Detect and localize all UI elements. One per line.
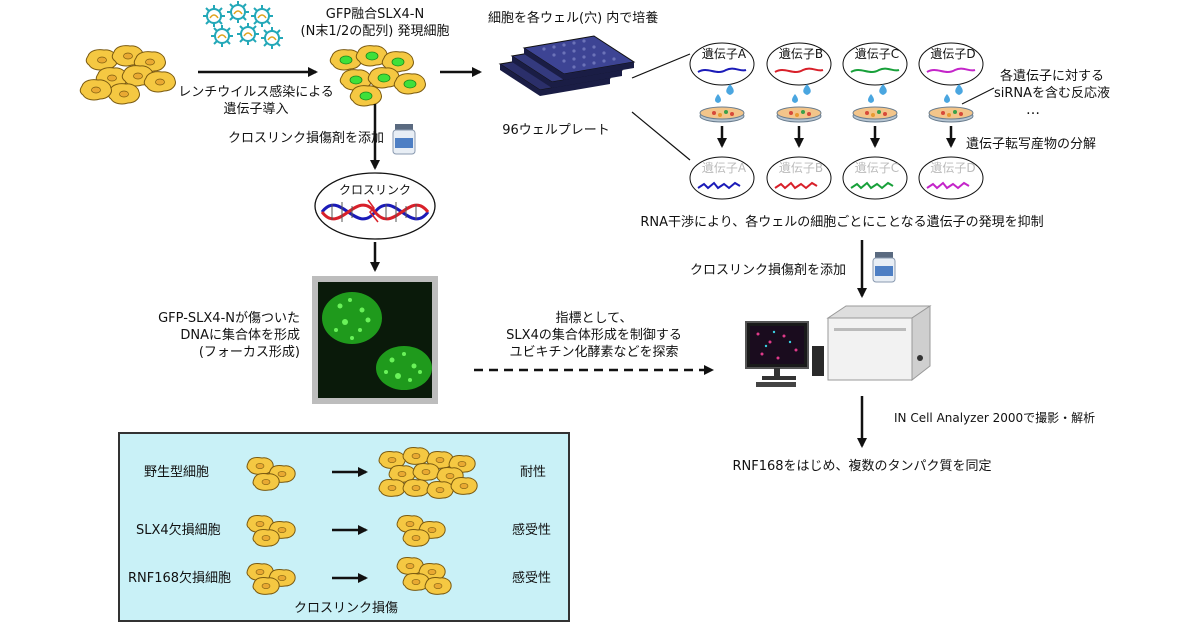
panel-row-outcome-3: 感受性 bbox=[512, 571, 552, 586]
vial-icon-2 bbox=[872, 251, 896, 283]
panel-row-label-3: RNF168欠損細胞 bbox=[128, 571, 232, 586]
spread-line-bottom bbox=[631, 111, 691, 161]
panel-row-label-1: 野生型細胞 bbox=[144, 465, 210, 480]
gene-label-bottom-a: 遺伝子A bbox=[701, 161, 747, 175]
gene-label-top-a: 遺伝子A bbox=[701, 47, 747, 61]
indicator-label: 指標として、 SLX4の集合体形成を制御する ユビキチン化酵素などを探索 bbox=[506, 311, 682, 360]
rnai-label: RNA干渉により、各ウェルの細胞ごとにことなる遺伝子の発現を抑制 bbox=[640, 215, 1044, 230]
gene-label-bottom-c: 遺伝子C bbox=[854, 161, 900, 175]
ellipsis-label: … bbox=[1026, 102, 1040, 118]
crosslink-add-label-2: クロスリンク損傷剤を添加 bbox=[690, 263, 847, 278]
sirna-pointer bbox=[961, 87, 995, 105]
panel-caption: クロスリンク損傷 bbox=[293, 601, 399, 616]
gene-label-bottom-b: 遺伝子B bbox=[778, 161, 824, 175]
phenotype-panel-drawing bbox=[246, 447, 478, 595]
crosslink-add-label-1: クロスリンク損傷剤を添加 bbox=[228, 131, 385, 146]
degrade-label: 遺伝子転写産物の分解 bbox=[966, 137, 1097, 152]
panel-row-outcome-1: 耐性 bbox=[520, 465, 547, 480]
gene-label-top-b: 遺伝子B bbox=[778, 47, 824, 61]
result-label: RNF168をはじめ、複数のタンパク質を同定 bbox=[732, 459, 992, 474]
slx4-cells-before bbox=[246, 515, 296, 547]
analyzer-label: IN Cell Analyzer 2000で撮影・解析 bbox=[894, 411, 1096, 425]
microscopy-image bbox=[312, 276, 438, 404]
wildtype-cells-before bbox=[246, 457, 296, 491]
plate-label: 96ウェルプレート bbox=[502, 123, 610, 138]
lentivirus-label: レンチウイルス感染による 遺伝子導入 bbox=[178, 85, 334, 117]
vial-icon-1 bbox=[392, 123, 416, 155]
plate-icon bbox=[498, 35, 636, 96]
panel-row-outcome-2: 感受性 bbox=[512, 523, 552, 538]
gene-ellipses-bottom bbox=[689, 156, 984, 200]
rnf168-cells-before bbox=[246, 563, 296, 595]
dna-helix-icon bbox=[320, 199, 430, 223]
gene-label-top-d: 遺伝子D bbox=[930, 47, 976, 61]
gene-label-bottom-d: 遺伝子D bbox=[930, 161, 976, 175]
culture-label: 細胞を各ウェル(穴) 内で培養 bbox=[488, 11, 659, 26]
gfp-cells-label: GFP融合SLX4-N (N末1/2の配列) 発現細胞 bbox=[300, 7, 450, 39]
wildtype-cells-after bbox=[378, 447, 478, 499]
crosslink-label: クロスリンク bbox=[338, 183, 412, 197]
initial-cells bbox=[79, 45, 176, 105]
gfp-cells bbox=[329, 45, 426, 107]
rnf168-cells-after bbox=[396, 557, 452, 595]
gene-ellipses-top bbox=[689, 42, 984, 86]
phenotype-panel: 野生型細胞 耐性 SLX4欠損細胞 感受性 RNF168欠損細胞 感受性 クロス… bbox=[118, 432, 570, 622]
gene-label-top-c: 遺伝子C bbox=[854, 47, 900, 61]
slx4-cells-after bbox=[396, 515, 446, 547]
small-arrows bbox=[717, 126, 956, 148]
panel-row-label-2: SLX4欠損細胞 bbox=[136, 523, 221, 538]
virus-icon bbox=[202, 0, 284, 50]
crosslink-ellipse bbox=[314, 172, 436, 240]
dish-icons bbox=[699, 83, 974, 123]
spread-line-top bbox=[631, 53, 691, 79]
analyzer-instrument-icon bbox=[745, 305, 932, 387]
focus-label: GFP-SLX4-Nが傷ついた DNAに集合体を形成 (フォーカス形成) bbox=[158, 311, 300, 360]
sirna-label: 各遺伝子に対する siRNAを含む反応液 bbox=[993, 69, 1111, 101]
